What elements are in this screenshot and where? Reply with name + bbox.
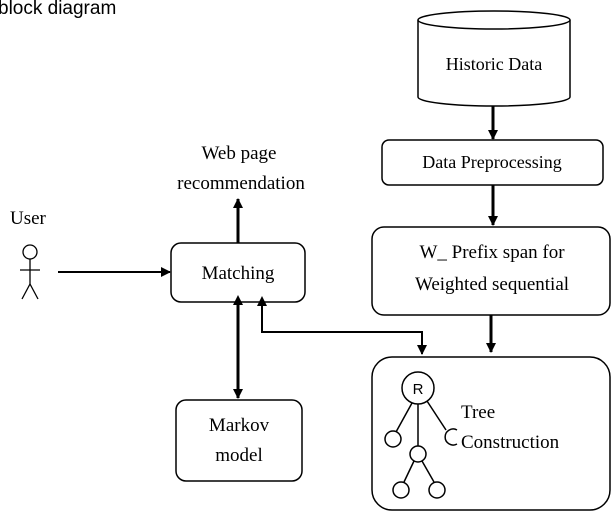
arrow-matching-tree (257, 296, 427, 355)
tree-construction-node: Tree Construction R (371, 356, 611, 511)
recommendation-label-line1: Web page (202, 143, 277, 164)
tree-edge (395, 402, 413, 433)
tree-mid-node (409, 445, 427, 463)
user-icon (20, 244, 40, 300)
tree-root-label: R (413, 381, 424, 398)
tree-leaf-node (384, 430, 402, 448)
cylinder-body (417, 20, 571, 107)
data-preprocessing-label: Data Preprocessing (422, 152, 561, 172)
markov-label-line2: model (215, 445, 263, 466)
historic-data-node: Historic Data (417, 10, 571, 107)
tree-leaf-node (392, 481, 410, 499)
prefix-span-box (371, 226, 611, 316)
tree-label-line1: Tree (461, 402, 495, 423)
tree-icon: R (384, 371, 458, 499)
tree-edge (421, 460, 435, 483)
tree-leaf-node (428, 481, 446, 499)
markov-label-line1: Markov (209, 415, 270, 436)
user-label: User (10, 208, 47, 229)
diagram-caption: block diagram (0, 0, 116, 19)
tree-leaf-node (444, 428, 458, 446)
tree-edge (426, 400, 447, 431)
tree-label-line2: Construction (461, 432, 560, 453)
prefix-span-node: W_ Prefix span for Weighted sequential (371, 226, 611, 316)
markov-model-node: Markov model (175, 399, 303, 482)
prefix-span-label-line1: W_ Prefix span for (419, 242, 565, 263)
prefix-span-label-line2: Weighted sequential (415, 274, 569, 295)
markov-model-box (175, 399, 303, 482)
matching-label: Matching (202, 263, 275, 284)
data-preprocessing-node: Data Preprocessing (381, 139, 604, 186)
historic-data-label: Historic Data (446, 54, 542, 74)
user-node: User (10, 208, 47, 300)
recommendation-label-line2: recommendation (177, 173, 305, 194)
matching-node: Matching (170, 242, 306, 303)
cylinder-top (417, 10, 571, 30)
tree-edge (403, 460, 415, 483)
